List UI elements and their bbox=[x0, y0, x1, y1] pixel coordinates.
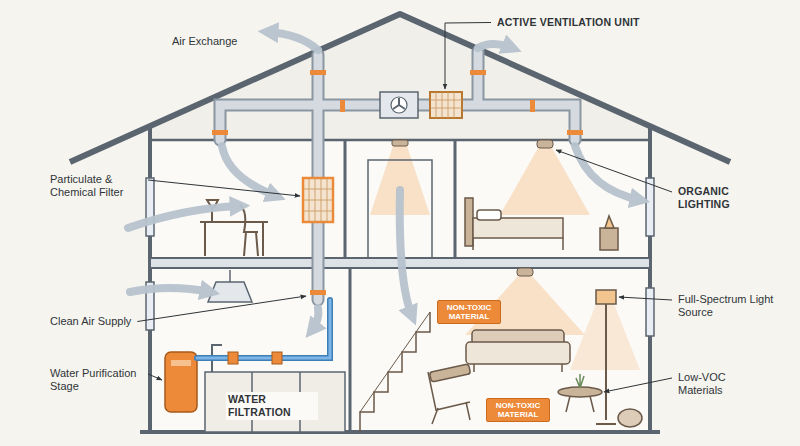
water-pipe-part bbox=[197, 300, 330, 358]
living-furniture-part bbox=[429, 364, 470, 382]
attic-filter-part bbox=[430, 92, 462, 118]
ductwork bbox=[220, 52, 575, 300]
house-structure-part bbox=[70, 14, 730, 162]
tag-text: NON-TOXIC MATERIAL bbox=[491, 401, 545, 419]
duct-collars-part bbox=[310, 70, 326, 75]
living-furniture-part bbox=[474, 364, 562, 372]
leader-line bbox=[148, 180, 300, 196]
living-furniture-part bbox=[618, 409, 642, 427]
ductwork-part bbox=[220, 52, 575, 300]
leader-line bbox=[137, 296, 306, 322]
particulate-filter-part bbox=[303, 178, 333, 222]
air-flow-arrows-part bbox=[478, 44, 512, 48]
material-tag: NON-TOXIC MATERIAL bbox=[486, 398, 550, 422]
duct-collars-part bbox=[340, 100, 345, 112]
house-structure-part bbox=[150, 126, 650, 432]
kitchen-part bbox=[229, 270, 231, 282]
particulate-filter bbox=[303, 178, 333, 222]
living-furniture-part bbox=[576, 374, 584, 388]
bed-part bbox=[465, 198, 473, 246]
hallway-part bbox=[360, 312, 430, 432]
material-tag: NON-TOXIC MATERIAL bbox=[437, 300, 501, 324]
hallway-part bbox=[360, 312, 430, 412]
bed-part bbox=[477, 210, 501, 220]
house-structure bbox=[70, 14, 730, 432]
attic-filter bbox=[430, 92, 462, 118]
living-furniture-part bbox=[596, 290, 616, 304]
particulate-filter-part bbox=[303, 178, 333, 222]
pipe-valves-part bbox=[228, 352, 238, 364]
leader-line bbox=[148, 374, 162, 380]
living-furniture-part bbox=[558, 387, 602, 397]
living-furniture-part bbox=[466, 342, 570, 364]
air-flow-arrows-part bbox=[128, 206, 240, 228]
house-structure-part bbox=[345, 140, 455, 432]
duct-collars-part bbox=[212, 130, 228, 135]
callout-label: Clean Air Supply bbox=[48, 314, 133, 329]
living-furniture-part bbox=[566, 396, 594, 412]
ventilation-unit-part bbox=[393, 98, 405, 109]
duct-collars-part bbox=[530, 100, 535, 112]
attic-filter-part bbox=[430, 92, 462, 118]
water-pipe-part bbox=[197, 300, 330, 358]
rooms-fill-part bbox=[150, 140, 650, 432]
rooms-fill bbox=[150, 140, 650, 432]
kitchen-part bbox=[165, 352, 197, 412]
duct-collars-part bbox=[470, 70, 486, 75]
bed-part bbox=[473, 218, 563, 238]
callout-heading: ORGANIC LIGHTING bbox=[676, 184, 760, 212]
bed-part bbox=[600, 228, 618, 250]
air-flow-arrows-part bbox=[312, 308, 318, 330]
kitchen-part bbox=[171, 360, 191, 366]
windows-part bbox=[646, 288, 654, 336]
kitchen-part bbox=[205, 372, 345, 432]
air-flow-arrows-part bbox=[130, 288, 210, 292]
ventilation-unit bbox=[380, 92, 418, 118]
tag-text: NON-TOXIC MATERIAL bbox=[442, 303, 496, 321]
leader-line bbox=[556, 150, 672, 192]
living-furniture bbox=[428, 290, 642, 427]
callout-heading: ACTIVE VENTILATION UNIT bbox=[495, 15, 642, 30]
air-flow-arrows-part bbox=[400, 190, 412, 316]
callout-label: Full-Spectrum Light Source bbox=[676, 292, 780, 320]
windows-part bbox=[146, 178, 154, 236]
duct-collars-part bbox=[310, 290, 326, 295]
callout-label: Low-VOC Materials bbox=[676, 370, 760, 398]
callout-label: Particulate & Chemical Filter bbox=[48, 172, 144, 200]
windows-part bbox=[646, 178, 654, 236]
kitchen-part bbox=[208, 282, 252, 302]
duct-collars-part bbox=[567, 130, 583, 135]
leader-line bbox=[604, 378, 672, 392]
windows bbox=[146, 178, 654, 336]
bed-part bbox=[605, 216, 614, 228]
air-flow-arrows-part bbox=[268, 32, 318, 50]
hallway bbox=[360, 160, 432, 432]
water-pipe bbox=[197, 300, 330, 358]
air-flow-arrows-part bbox=[575, 146, 640, 200]
ceiling-lights-part bbox=[537, 140, 553, 148]
ventilation-unit-part bbox=[380, 92, 418, 118]
living-furniture-part bbox=[596, 304, 616, 424]
callout-heading: WATER FILTRATION bbox=[226, 392, 318, 420]
ventilation-unit-part bbox=[391, 97, 407, 113]
callout-label: Water Purification Stage bbox=[48, 366, 144, 394]
ceiling-lights-part bbox=[517, 268, 533, 276]
study-furniture-part bbox=[240, 205, 258, 256]
kitchen bbox=[165, 270, 345, 432]
ceiling-lights-part bbox=[392, 140, 408, 146]
air-flow-arrows bbox=[128, 32, 640, 330]
callout-label: Air Exchange bbox=[170, 34, 239, 49]
bed-part bbox=[473, 238, 563, 250]
leader-line bbox=[619, 297, 672, 300]
leader-line bbox=[445, 23, 491, 90]
bed bbox=[465, 198, 618, 250]
living-furniture-part bbox=[428, 372, 470, 424]
ductwork-part bbox=[220, 52, 575, 300]
pipe-valves-part bbox=[272, 352, 282, 364]
pipe-valves bbox=[228, 352, 282, 364]
